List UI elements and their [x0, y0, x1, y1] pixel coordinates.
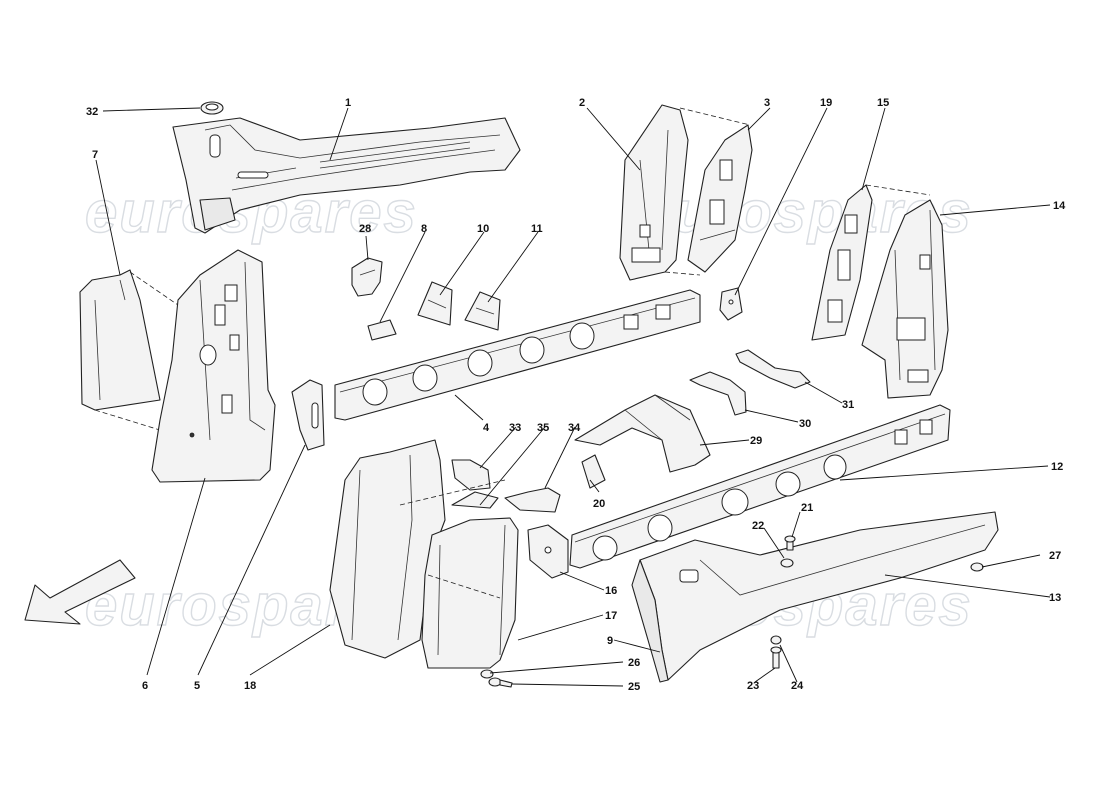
- callout-7: 7: [92, 149, 98, 161]
- callout-24: 24: [791, 680, 804, 692]
- part-26-washer: [480, 669, 494, 679]
- callout-17: 17: [605, 610, 617, 622]
- part-25-bolt: [488, 677, 513, 688]
- callout-2: 2: [579, 97, 585, 109]
- callout-14: 14: [1053, 200, 1066, 212]
- callout-25: 25: [628, 681, 640, 693]
- callout-1: 1: [345, 97, 351, 109]
- part-8-clip: [367, 319, 397, 341]
- callout-4: 4: [483, 422, 490, 434]
- callout-30: 30: [799, 418, 811, 430]
- part-32-grommet: [200, 101, 224, 115]
- callout-3: 3: [764, 97, 770, 109]
- part-14-rear-panel: [861, 199, 949, 399]
- part-16-bracket: [527, 524, 569, 579]
- part-21-screw: [784, 535, 796, 551]
- callout-28: 28: [359, 223, 371, 235]
- callout-8: 8: [421, 223, 427, 235]
- part-28-bracket: [351, 257, 383, 297]
- part-19-plate: [719, 287, 743, 321]
- callout-12: 12: [1051, 461, 1063, 473]
- part-3-reinforcement: [687, 124, 753, 273]
- part-22-washer: [780, 558, 794, 568]
- part-7-inner-panel: [79, 269, 179, 431]
- part-24-washer: [770, 635, 782, 645]
- callout-34: 34: [568, 422, 581, 434]
- callout-11: 11: [531, 223, 543, 235]
- callout-20: 20: [593, 498, 605, 510]
- part-18-arch-panel: [329, 439, 506, 659]
- callout-15: 15: [877, 97, 889, 109]
- part-30-bracket: [689, 371, 747, 416]
- part-10-gusset: [417, 281, 453, 326]
- part-11-gusset: [464, 291, 501, 331]
- part-20-bracket: [581, 454, 606, 489]
- callout-10: 10: [477, 223, 489, 235]
- part-31-bracket: [735, 349, 811, 389]
- callout-labels: 32 1 2 3 19 15 14 7 28 8 10 11 4 33 35 3…: [86, 97, 1066, 693]
- leader-lines: [95, 107, 1051, 687]
- part-34-bracket: [504, 487, 561, 513]
- callout-19: 19: [820, 97, 832, 109]
- callout-9: 9: [607, 635, 613, 647]
- callout-22: 22: [752, 520, 764, 532]
- part-1-upper-sill: [172, 117, 521, 234]
- part-29-floor-bracket: [574, 394, 711, 473]
- callout-6: 6: [142, 680, 148, 692]
- callout-29: 29: [750, 435, 762, 447]
- callout-18: 18: [244, 680, 256, 692]
- part-33-bracket: [451, 459, 491, 491]
- callout-31: 31: [842, 399, 854, 411]
- callout-23: 23: [747, 680, 759, 692]
- part-4-sill-beam: [334, 289, 701, 421]
- callout-5: 5: [194, 680, 200, 692]
- callout-26: 26: [628, 657, 640, 669]
- callout-33: 33: [509, 422, 521, 434]
- part-12-sill-beam: [569, 404, 951, 569]
- callout-27: 27: [1049, 550, 1061, 562]
- callout-21: 21: [801, 502, 813, 514]
- part-15-reinforcement: [811, 184, 931, 341]
- part-6-pillar-panel: [151, 249, 276, 483]
- callout-13: 13: [1049, 592, 1061, 604]
- front-direction-arrow-icon: [24, 559, 136, 625]
- part-17-inner-panel: [421, 517, 519, 669]
- callout-16: 16: [605, 585, 617, 597]
- part-27-nut: [970, 562, 984, 572]
- part-35-clip: [451, 491, 499, 509]
- callout-32: 32: [86, 106, 98, 118]
- part-2-pillar: [619, 104, 751, 281]
- part-23-screw: [770, 646, 782, 669]
- part-5-end-bracket: [291, 379, 325, 451]
- callout-35: 35: [537, 422, 549, 434]
